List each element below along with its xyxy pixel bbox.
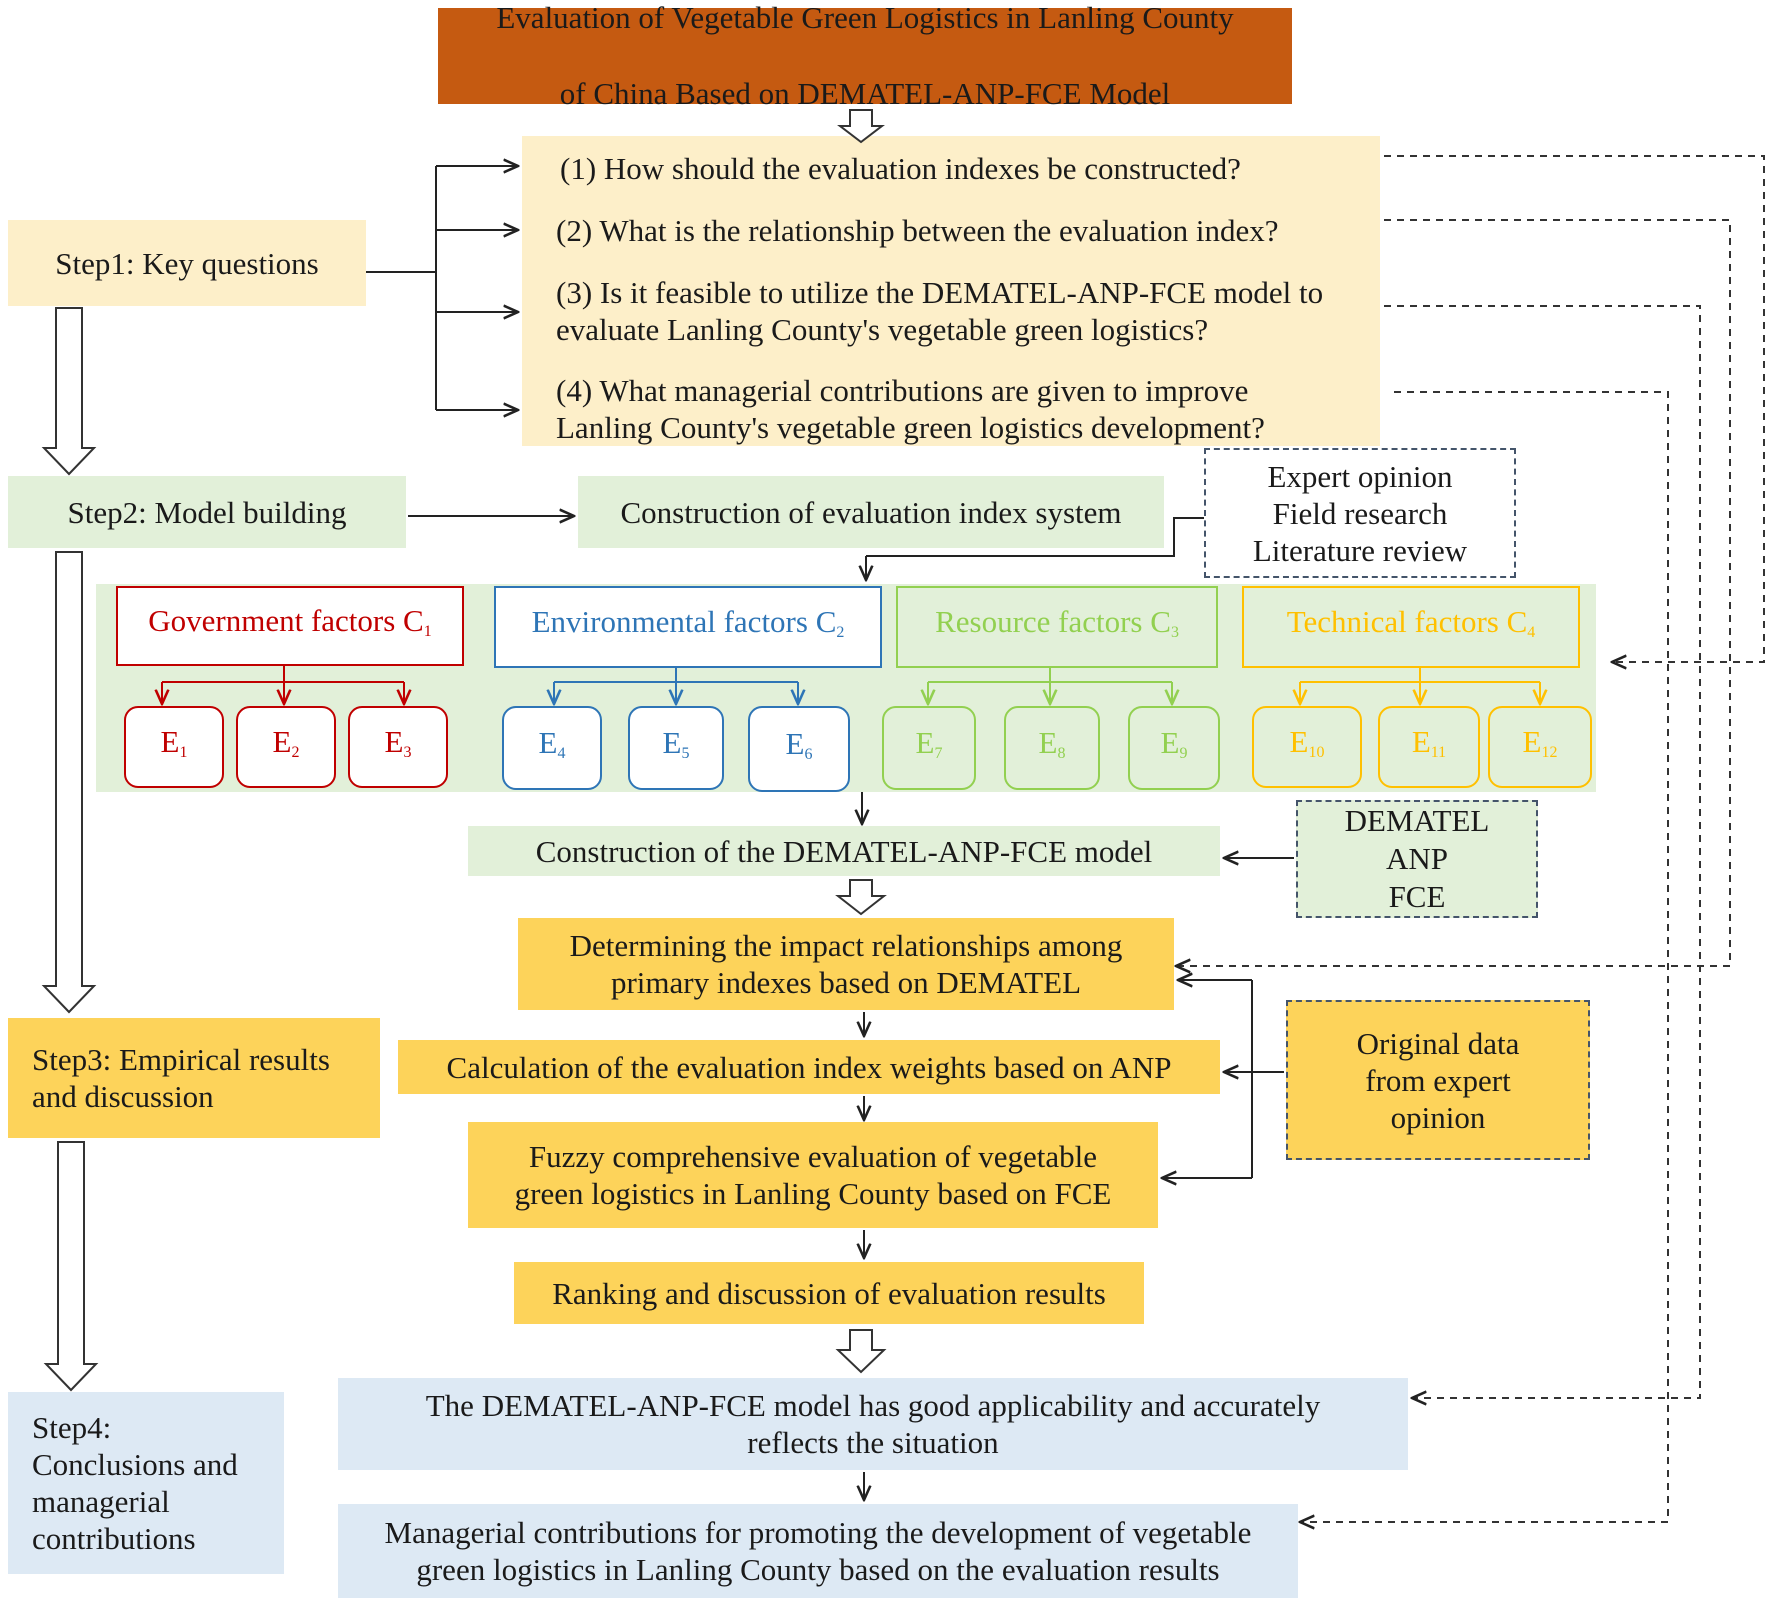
factor-technical-label: Technical factors C	[1286, 604, 1528, 639]
model-down-arrow	[835, 879, 887, 916]
q1-to-factors-line	[1384, 155, 1765, 662]
dematel-box: Determining the impact relationships amo…	[518, 918, 1174, 1010]
sources-box: Expert opinion Field research Literature…	[1204, 448, 1516, 578]
question-3: (3) Is it feasible to utilize the DEMATE…	[522, 270, 1380, 352]
construction-model-label: Construction of the DEMATEL-ANP-FCE mode…	[535, 833, 1153, 869]
method-dematel: DEMATEL	[1344, 803, 1490, 838]
index-e12: E12	[1488, 706, 1592, 788]
original-data-label: Original data from expert opinion	[1356, 1025, 1520, 1135]
step1-box: Step1: Key questions	[8, 220, 366, 306]
question-4-text: (4) What managerial contributions are gi…	[556, 373, 1265, 445]
key-questions-panel	[522, 136, 1380, 446]
dematel-label: Determining the impact relationships amo…	[569, 928, 1123, 1000]
index-e4: E4	[502, 706, 602, 790]
construction-index-box: Construction of evaluation index system	[578, 476, 1164, 548]
managerial-label: Managerial contributions for promoting t…	[384, 1515, 1252, 1587]
question-4: (4) What managerial contributions are gi…	[522, 368, 1380, 450]
factor-environmental: Environmental factors C2	[494, 586, 882, 668]
applicability-label: The DEMATEL-ANP-FCE model has good appli…	[425, 1388, 1321, 1460]
factor-environmental-label: Environmental factors C	[531, 604, 837, 639]
index-e5: E5	[628, 706, 724, 790]
step3-box: Step3: Empirical results and discussion	[8, 1018, 380, 1138]
ranking-label: Ranking and discussion of evaluation res…	[552, 1275, 1106, 1311]
source-literature-review: Literature review	[1252, 532, 1468, 568]
factor-resource: Resource factors C3	[896, 586, 1218, 668]
factor-government-sub: 1	[423, 623, 432, 640]
anp-label: Calculation of the evaluation index weig…	[446, 1049, 1172, 1085]
step1-to-step2-arrow	[41, 307, 97, 476]
step2-to-step3-arrow	[41, 551, 97, 1014]
fce-box: Fuzzy comprehensive evaluation of vegeta…	[468, 1122, 1158, 1228]
title-line-2: of China Based on DEMATEL-ANP-FCE Model	[559, 76, 1171, 111]
index-e3: E3	[348, 706, 448, 788]
government-connectors	[162, 666, 404, 704]
method-anp: ANP	[1385, 841, 1448, 876]
step1-bracket	[366, 166, 518, 410]
factor-government-label: Government factors C	[148, 603, 424, 638]
step1-label: Step1: Key questions	[55, 245, 319, 281]
index-e8: E8	[1004, 706, 1100, 790]
hollow-down-arrows	[41, 109, 887, 1392]
step4-box: Step4: Conclusions and managerial contri…	[8, 1392, 284, 1574]
factor-resource-label: Resource factors C	[935, 604, 1171, 639]
sources-to-factors-arrow	[866, 517, 1204, 580]
q4-to-managerial-line	[1300, 391, 1669, 1522]
title-line-1: Evaluation of Vegetable Green Logistics …	[496, 0, 1234, 35]
question-3-text: (3) Is it feasible to utilize the DEMATE…	[556, 275, 1324, 347]
construction-model-box: Construction of the DEMATEL-ANP-FCE mode…	[468, 826, 1220, 876]
title-box: Evaluation of Vegetable Green Logistics …	[438, 0, 1292, 111]
index-e7: E7	[882, 706, 976, 790]
original-data-bracket	[1162, 980, 1284, 1178]
applicability-box: The DEMATEL-ANP-FCE model has good appli…	[338, 1378, 1408, 1470]
source-field-research: Field research	[1272, 495, 1448, 531]
factor-government: Government factors C1	[116, 586, 464, 666]
question-1: (1) How should the evaluation indexes be…	[522, 144, 1380, 192]
environmental-connectors	[554, 668, 798, 704]
step2-label: Step2: Model building	[67, 494, 347, 530]
technical-connectors	[1300, 668, 1540, 704]
index-e2: E2	[236, 706, 336, 788]
resource-connectors	[928, 668, 1172, 704]
q3-to-applicability-line	[1384, 305, 1701, 1398]
factor-technical-sub: 4	[1527, 624, 1536, 641]
ranking-box: Ranking and discussion of evaluation res…	[514, 1262, 1144, 1324]
title-down-arrow	[837, 109, 885, 144]
step3-label: Step3: Empirical results and discussion	[32, 1042, 330, 1114]
managerial-box: Managerial contributions for promoting t…	[338, 1504, 1298, 1598]
question-2-text: (2) What is the relationship between the…	[556, 212, 1279, 248]
factor-technical: Technical factors C4	[1242, 586, 1580, 668]
factor-environmental-sub: 2	[836, 624, 845, 641]
anp-box: Calculation of the evaluation index weig…	[398, 1040, 1220, 1094]
step3-to-step4-arrow	[43, 1141, 99, 1392]
dashed-feedback-lines	[1176, 155, 1765, 1522]
index-e10: E10	[1252, 706, 1362, 788]
method-fce: FCE	[1388, 879, 1446, 914]
ranking-down-arrow	[835, 1329, 887, 1374]
index-e6: E6	[748, 706, 850, 792]
index-e1: E1	[124, 706, 224, 788]
source-expert-opinion: Expert opinion	[1267, 458, 1453, 494]
step4-label: Step4: Conclusions and managerial contri…	[32, 1410, 238, 1556]
methods-box: DEMATEL ANP FCE	[1296, 800, 1538, 918]
index-e9: E9	[1128, 706, 1220, 790]
factor-resource-sub: 3	[1170, 624, 1179, 641]
original-data-box: Original data from expert opinion	[1286, 1000, 1590, 1160]
fce-label: Fuzzy comprehensive evaluation of vegeta…	[514, 1139, 1112, 1211]
question-1-text: (1) How should the evaluation indexes be…	[560, 150, 1241, 186]
q2-to-dematel-line	[1176, 219, 1731, 966]
question-2: (2) What is the relationship between the…	[522, 206, 1380, 254]
index-e11: E11	[1378, 706, 1480, 788]
step2-box: Step2: Model building	[8, 476, 406, 548]
construction-index-label: Construction of evaluation index system	[620, 494, 1122, 530]
